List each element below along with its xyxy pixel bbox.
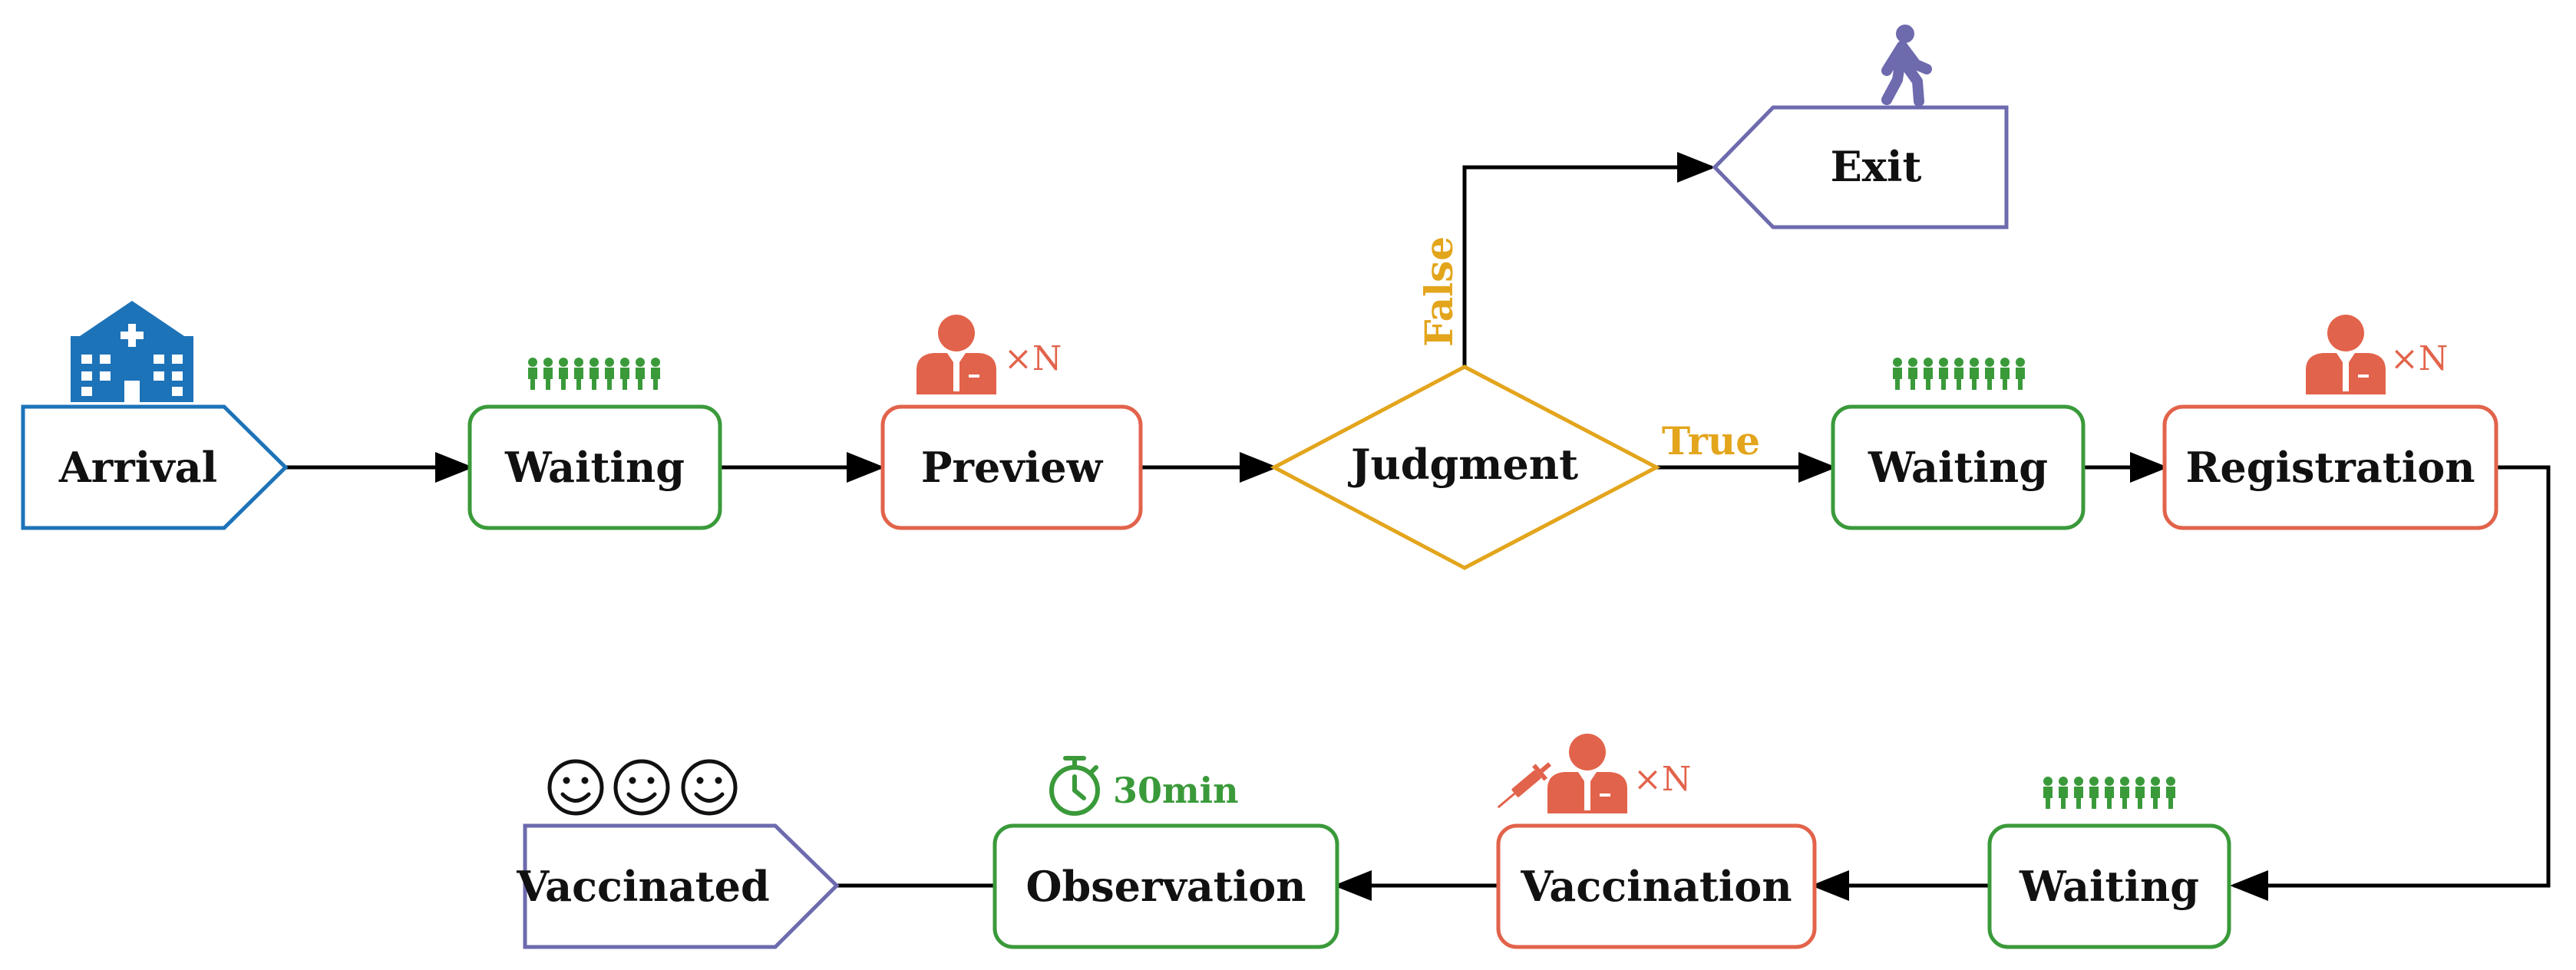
node-judgment: Judgment bbox=[1270, 365, 1661, 570]
node-vaccination: Vaccination bbox=[1496, 823, 1817, 949]
staff-icon bbox=[916, 315, 996, 394]
node-label: Preview bbox=[921, 443, 1104, 492]
arrow-registration-to-waiting bbox=[2230, 465, 2551, 901]
hospital-icon bbox=[71, 301, 193, 402]
node-label: Vaccination bbox=[1520, 862, 1792, 911]
multiplier-label: ×N bbox=[2390, 339, 2448, 378]
stopwatch-icon bbox=[1049, 756, 1100, 816]
duration-label: 30min bbox=[1113, 770, 1239, 811]
edge-label-true: True bbox=[1662, 418, 1760, 464]
node-waiting-1: Waiting bbox=[467, 404, 722, 530]
edge-label-false: False bbox=[1416, 236, 1461, 347]
node-label: Waiting bbox=[1868, 443, 2048, 492]
node-observation: Observation bbox=[992, 823, 1339, 949]
arrow-judgment-false-to-exit bbox=[1462, 152, 1716, 367]
node-waiting-3: Waiting bbox=[1987, 823, 2231, 949]
node-registration: Registration bbox=[2162, 404, 2498, 530]
smiley-icon bbox=[550, 761, 735, 813]
crowd-icon bbox=[2043, 777, 2175, 809]
node-label: Observation bbox=[1025, 862, 1306, 911]
multiplier-label: ×N bbox=[1633, 760, 1691, 799]
crowd-icon bbox=[528, 358, 660, 390]
node-label: Exit bbox=[1831, 142, 1922, 191]
node-label: Registration bbox=[2185, 443, 2475, 492]
node-vaccinated: Vaccinated bbox=[516, 823, 840, 949]
doctor-syringe-icon bbox=[1497, 734, 1627, 813]
multiplier-label: ×N bbox=[1004, 339, 1062, 378]
node-label: Waiting bbox=[504, 443, 685, 492]
node-waiting-2: Waiting bbox=[1831, 404, 2086, 530]
node-arrival: Arrival bbox=[21, 404, 289, 530]
node-label: Arrival bbox=[58, 443, 217, 492]
node-label: Waiting bbox=[2019, 862, 2199, 911]
staff-icon bbox=[2306, 315, 2386, 394]
node-exit: Exit bbox=[1712, 105, 2009, 229]
walking-person-icon bbox=[1881, 25, 1932, 107]
crowd-icon bbox=[1893, 358, 2025, 390]
node-label: Vaccinated bbox=[516, 862, 770, 911]
node-preview: Preview bbox=[880, 404, 1143, 530]
node-label: Judgment bbox=[1348, 440, 1578, 489]
